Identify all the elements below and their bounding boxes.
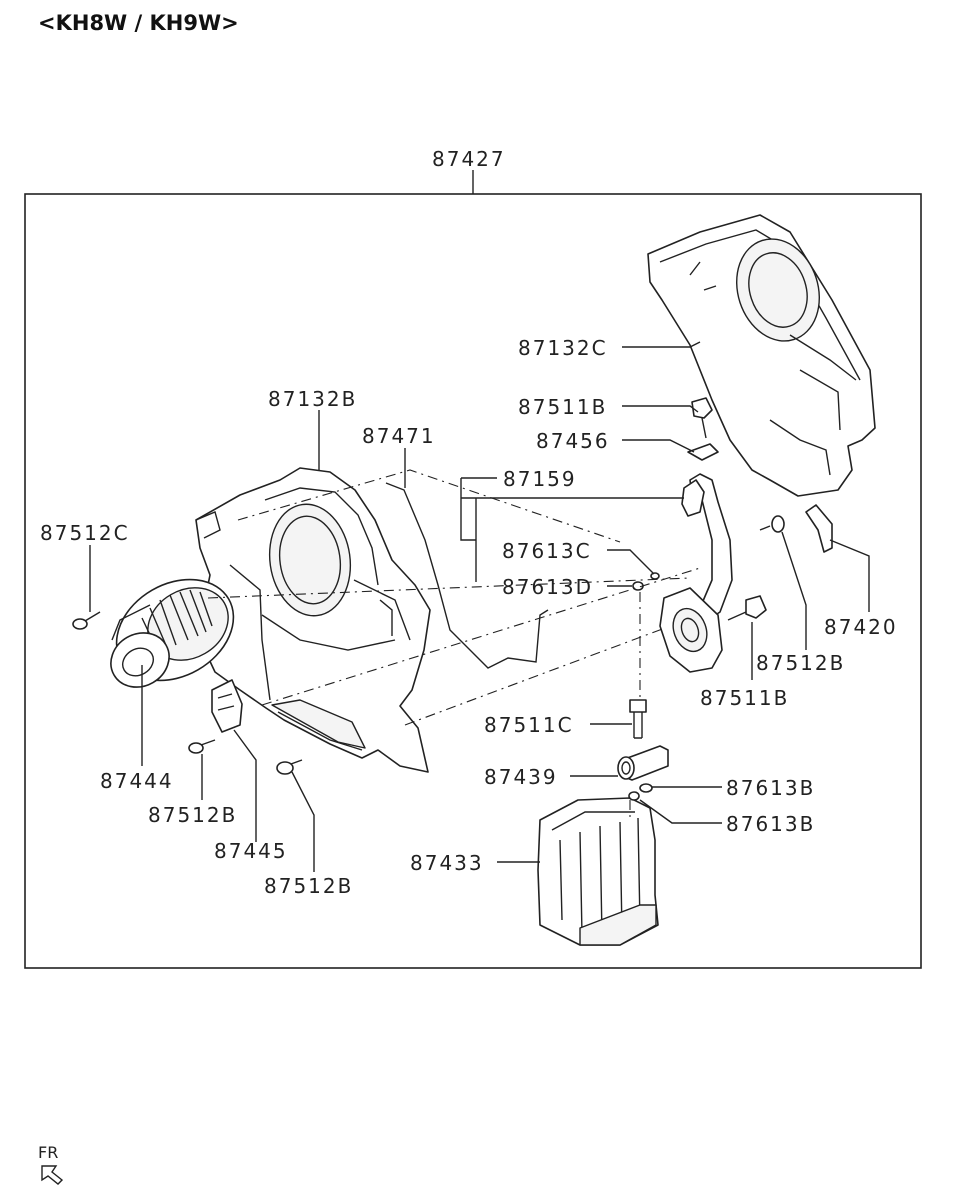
- wire-harness: [385, 482, 549, 669]
- label-87427: 87427: [432, 147, 506, 171]
- pipe-flange: [659, 587, 723, 673]
- screw-87512B-left: [188, 739, 216, 754]
- evaporator-core: [537, 797, 659, 946]
- label-87420: 87420: [824, 615, 898, 639]
- bolt-87511B-top: [691, 397, 713, 439]
- resistor: [211, 679, 243, 733]
- label-87613B-b: 87613B: [726, 812, 815, 836]
- label-87132B: 87132B: [268, 387, 357, 411]
- label-87613D: 87613D: [502, 575, 593, 599]
- expansion-valve: [617, 745, 669, 781]
- o-ring-87613B-b: [628, 791, 640, 801]
- screw-87512C: [72, 611, 101, 630]
- orientation-arrow-icon: [41, 1165, 64, 1185]
- label-87445: 87445: [214, 839, 288, 863]
- label-87456: 87456: [536, 429, 610, 453]
- o-ring-87613B-a: [639, 783, 653, 793]
- label-87159: 87159: [503, 467, 577, 491]
- label-87132C: 87132C: [518, 336, 608, 360]
- label-87444: 87444: [100, 769, 174, 793]
- label-87511B-right: 87511B: [700, 686, 789, 710]
- screw-87512B-right: [759, 515, 785, 533]
- orientation-label: FR: [38, 1143, 58, 1162]
- screw-87512B-bottom: [276, 759, 303, 775]
- label-87511B-top: 87511B: [518, 395, 607, 419]
- label-87613B-a: 87613B: [726, 776, 815, 800]
- label-87512B-right: 87512B: [756, 651, 845, 675]
- label-87511C: 87511C: [484, 713, 574, 737]
- label-87512B-left: 87512B: [148, 803, 237, 827]
- o-ring-87613C: [650, 572, 660, 580]
- duct-housing-upper: [647, 214, 876, 497]
- label-87613C: 87613C: [502, 539, 592, 563]
- bolt-87511C: [629, 699, 647, 739]
- blower-housing: [195, 467, 431, 773]
- bolt-87511B-right: [727, 595, 767, 621]
- label-87471: 87471: [362, 424, 436, 448]
- label-87512B-bottom: 87512B: [264, 874, 353, 898]
- label-87433: 87433: [410, 851, 484, 875]
- clip-87456: [687, 443, 719, 461]
- label-87439: 87439: [484, 765, 558, 789]
- blower-fan-motor: [110, 578, 235, 688]
- drain-hose: [805, 504, 833, 553]
- page-title: <KH8W / KH9W>: [38, 11, 239, 35]
- label-87512C: 87512C: [40, 521, 130, 545]
